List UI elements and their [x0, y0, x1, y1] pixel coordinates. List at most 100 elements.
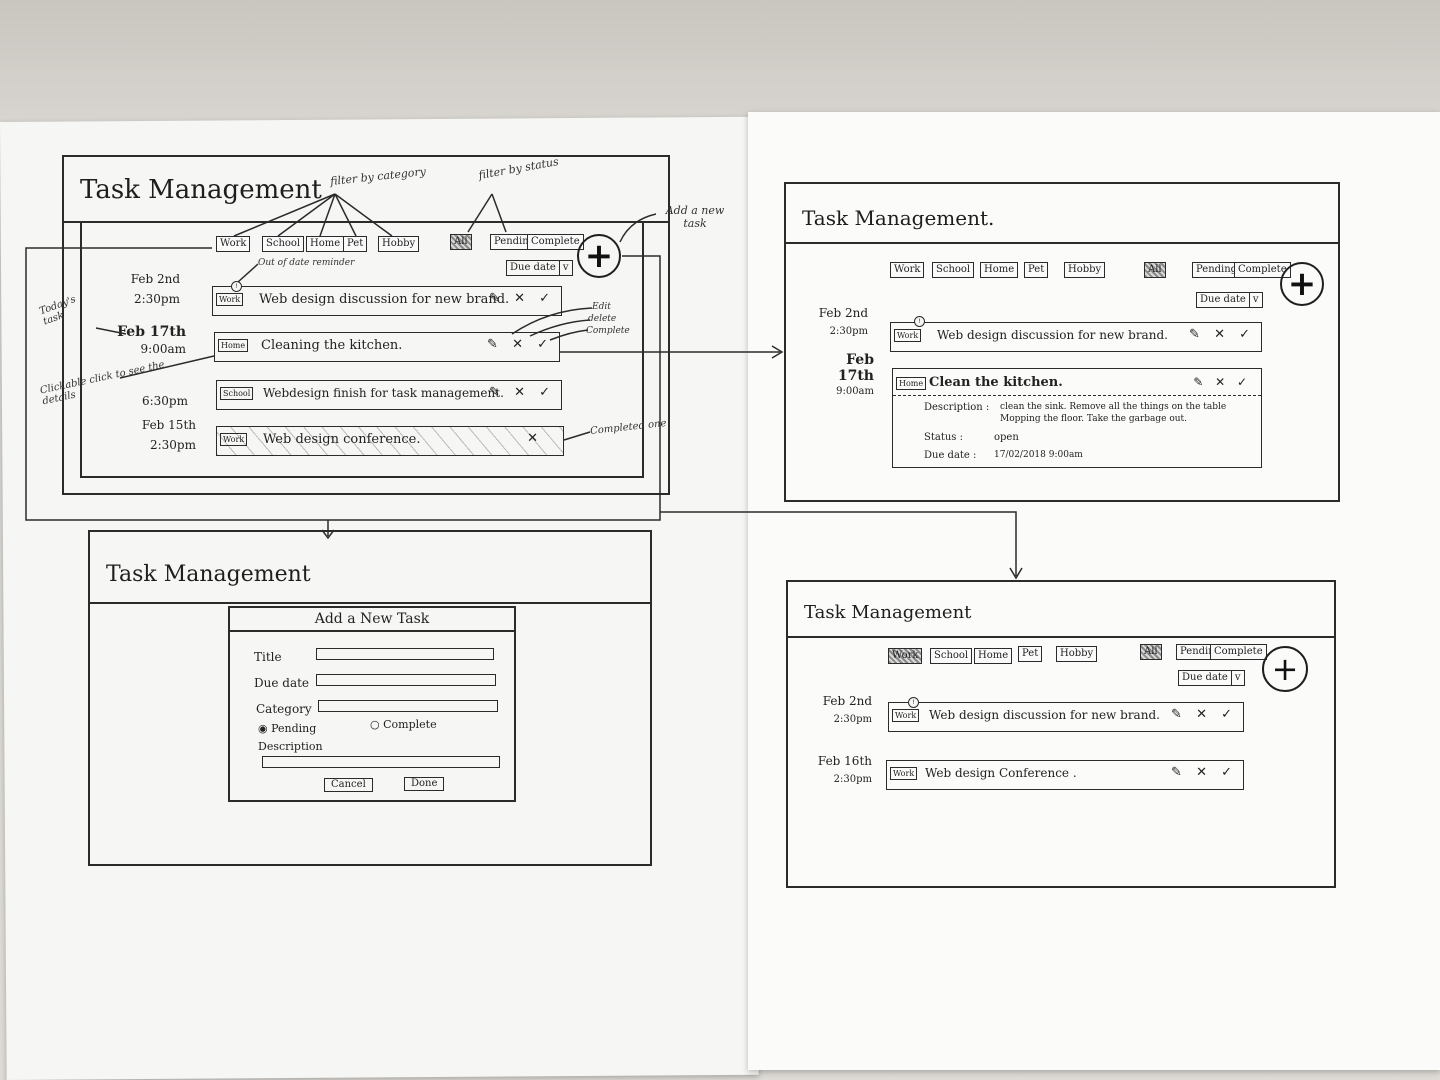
filter-chip-all[interactable]: All [1140, 644, 1162, 660]
overdue-clock-icon: ! [231, 281, 242, 292]
page-title: Task Management. [802, 206, 995, 230]
task-row-completed[interactable]: Work Web design conference. ✕ [216, 426, 564, 456]
page-title: Task Management [804, 602, 972, 623]
filter-chip-home[interactable]: Home [974, 648, 1013, 664]
filter-chip-complete[interactable]: Complete [1210, 644, 1267, 660]
detail-divider [893, 395, 1261, 396]
add-task-button[interactable]: + [1262, 646, 1308, 692]
title-bar: Task Management [90, 532, 650, 604]
filter-chip-school[interactable]: School [932, 262, 975, 278]
due-date-field[interactable] [316, 674, 496, 686]
complete-radio[interactable]: ○ Complete [370, 718, 437, 731]
annotation-delete: delete [588, 314, 617, 324]
title-bar: Task Management [64, 157, 668, 223]
filter-chip-pet[interactable]: Pet [1024, 262, 1049, 278]
wireframe-add-task: Task Management [88, 530, 652, 866]
annotation-out-of-date: Out of date reminder [258, 258, 355, 268]
filter-chip-school[interactable]: School [262, 236, 305, 252]
task-row[interactable]: Work Web design discussion for new brand… [212, 286, 562, 316]
task-title: Webdesign finish for task management. [263, 386, 504, 400]
task-title: Web design discussion for new brand. [929, 708, 1160, 722]
category-field[interactable] [318, 700, 498, 712]
task-title: Web design discussion for new brand. [937, 328, 1168, 342]
done-button[interactable]: Done [404, 777, 445, 791]
filter-chip-all[interactable]: All [1144, 262, 1166, 278]
pending-label: Pending [271, 722, 317, 735]
task-row[interactable]: Work Web design discussion for new brand… [888, 702, 1244, 732]
sort-label: Due date [1200, 294, 1246, 305]
task-row[interactable]: School Webdesign finish for task managem… [216, 380, 562, 410]
status-label: Status : [924, 432, 963, 443]
task-actions[interactable]: ✎ ✕ ✓ [1171, 707, 1237, 722]
annotation-complete: Complete [586, 326, 630, 336]
title-bar: Task Management [788, 582, 1334, 638]
task-title: Clean the kitchen. [929, 375, 1063, 390]
filter-chip-home[interactable]: Home [980, 262, 1019, 278]
task-actions[interactable]: ✎ ✕ ✓ [489, 291, 555, 306]
task-detail-panel[interactable]: Home Clean the kitchen. ✎ ✕ ✓ [892, 368, 1262, 468]
description-label: Description : [924, 402, 990, 413]
dialog-title: Add a New Task [230, 608, 514, 632]
task-actions[interactable]: ✎ ✕ ✓ [1189, 327, 1255, 342]
task-category-tag: School [220, 387, 254, 400]
pending-radio[interactable]: ◉ Pending [258, 722, 316, 735]
title-field[interactable] [316, 648, 494, 660]
cancel-button[interactable]: Cancel [324, 778, 373, 792]
description-field[interactable] [262, 756, 500, 768]
task-actions[interactable]: ✕ [527, 431, 543, 446]
description-text-line: Mopping the floor. Take the garbage out. [1000, 414, 1188, 424]
task-category-tag: Home [218, 339, 249, 352]
sort-label: Due date [1182, 672, 1228, 683]
due-date-field-label: Due date [254, 676, 310, 690]
filter-chip-complete[interactable]: Complete [527, 234, 584, 250]
due-date-value: 17/02/2018 9:00am [994, 450, 1083, 460]
filter-chip-hobby[interactable]: Hobby [1056, 646, 1098, 662]
task-row[interactable]: Home Cleaning the kitchen. ✎ ✕ ✓ [214, 332, 560, 362]
task-category-tag: Work [894, 329, 922, 342]
radio-unselected-icon: ○ [370, 718, 384, 731]
task-actions[interactable]: ✎ ✕ ✓ [489, 385, 555, 400]
filter-chip-work[interactable]: Work [216, 236, 251, 252]
filter-chip-hobby[interactable]: Hobby [1064, 262, 1106, 278]
filter-chip-school[interactable]: School [930, 648, 973, 664]
chevron-down-icon: v [1248, 293, 1259, 307]
add-task-button[interactable]: + [1280, 262, 1324, 306]
page-title: Task Management [106, 562, 311, 587]
filter-chip-pet[interactable]: Pet [1018, 646, 1043, 662]
add-task-dialog: Add a New Task [228, 606, 516, 802]
task-row[interactable]: Work Web design Conference . ✎ ✕ ✓ [886, 760, 1244, 790]
task-actions[interactable]: ✎ ✕ ✓ [487, 337, 553, 352]
task-row[interactable]: Work Web design discussion for new brand… [890, 322, 1262, 352]
filter-chip-work[interactable]: Work [888, 648, 923, 664]
task-category-tag: Work [220, 433, 248, 446]
filter-chip-pet[interactable]: Pet [343, 236, 368, 252]
task-category-tag: Work [892, 709, 920, 722]
description-text-line: clean the sink. Remove all the things on… [1000, 402, 1227, 412]
wireframe-filtered-list: Task Management [786, 580, 1336, 888]
overdue-clock-icon: ! [914, 316, 925, 327]
due-date-label: Due date : [924, 450, 977, 461]
filter-chip-all[interactable]: All [450, 234, 472, 250]
task-title: Cleaning the kitchen. [261, 338, 403, 353]
radio-selected-icon: ◉ [258, 722, 272, 735]
task-title: Web design discussion for new brand. [259, 292, 510, 307]
filter-chip-work[interactable]: Work [890, 262, 925, 278]
task-actions[interactable]: ✎ ✕ ✓ [1171, 765, 1237, 780]
chevron-down-icon: v [558, 261, 569, 275]
filter-chip-home[interactable]: Home [306, 236, 345, 252]
add-task-button[interactable]: + [577, 234, 621, 278]
task-actions[interactable]: ✎ ✕ ✓ [1193, 375, 1251, 389]
filter-chip-hobby[interactable]: Hobby [378, 236, 420, 252]
task-category-tag: Home [896, 377, 927, 390]
complete-label: Complete [383, 718, 437, 731]
